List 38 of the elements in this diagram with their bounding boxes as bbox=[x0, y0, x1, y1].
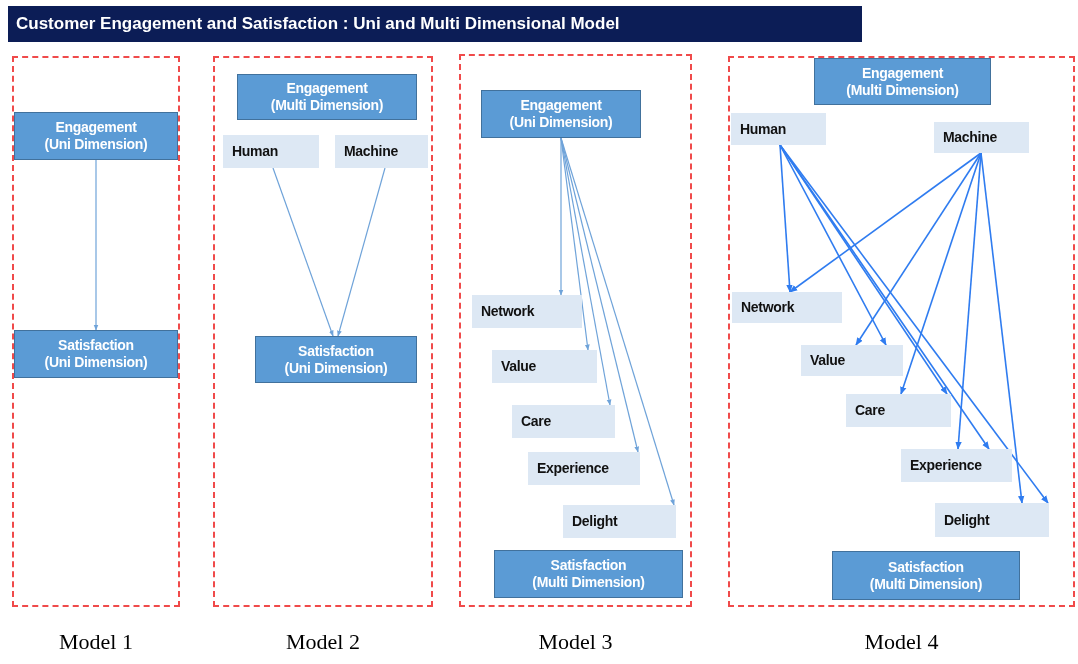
arrow bbox=[337, 167, 386, 337]
arrow bbox=[560, 137, 675, 506]
dimension-box: Experience bbox=[528, 452, 640, 485]
arrow bbox=[272, 167, 334, 337]
model-caption: Model 4 bbox=[864, 629, 939, 654]
arrow bbox=[558, 137, 564, 296]
dimension-box: Machine bbox=[335, 135, 428, 168]
arrow bbox=[779, 144, 793, 293]
dimension-box: Value bbox=[492, 350, 597, 383]
model-caption: Model 1 bbox=[59, 629, 133, 654]
title-banner: Customer Engagement and Satisfaction : Uni and Multi Dimensional Model bbox=[8, 6, 862, 42]
concept-box: Satisfaction (Multi Dimension) bbox=[494, 550, 683, 598]
model-caption: Model 3 bbox=[538, 629, 613, 654]
concept-box: Satisfaction (Uni Dimension) bbox=[14, 330, 178, 378]
dimension-box: Care bbox=[512, 405, 615, 438]
arrow bbox=[560, 137, 640, 453]
arrow bbox=[779, 144, 1049, 504]
dimension-box: Experience bbox=[901, 449, 1012, 482]
dimension-box: Delight bbox=[563, 505, 676, 538]
arrow bbox=[855, 152, 982, 346]
dimension-box: Care bbox=[846, 394, 951, 427]
dimension-box: Delight bbox=[935, 503, 1049, 537]
dimension-box: Machine bbox=[934, 122, 1029, 153]
dimension-box: Network bbox=[732, 292, 842, 323]
arrow bbox=[93, 159, 99, 331]
concept-box: Satisfaction (Multi Dimension) bbox=[832, 551, 1020, 600]
dimension-box: Human bbox=[223, 135, 319, 168]
concept-box: Satisfaction (Uni Dimension) bbox=[255, 336, 417, 383]
model-caption: Model 2 bbox=[286, 629, 360, 654]
concept-box: Engagement (Multi Dimension) bbox=[237, 74, 417, 120]
concept-box: Engagement (Uni Dimension) bbox=[481, 90, 641, 138]
concept-box: Engagement (Uni Dimension) bbox=[14, 112, 178, 160]
arrow bbox=[789, 152, 982, 293]
dimension-box: Network bbox=[472, 295, 582, 328]
arrow bbox=[980, 152, 1025, 504]
concept-box: Engagement (Multi Dimension) bbox=[814, 58, 991, 105]
dimension-box: Value bbox=[801, 345, 903, 376]
dimension-box: Human bbox=[731, 113, 826, 145]
